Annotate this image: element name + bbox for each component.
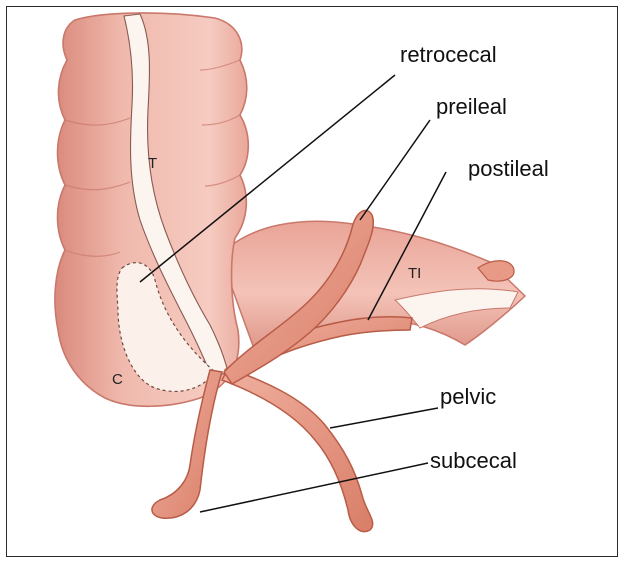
leader-retrocecal <box>139 74 396 283</box>
leader-subcecal <box>199 462 429 513</box>
label-postileal: postileal <box>468 156 549 181</box>
label-taenia: T <box>148 155 157 172</box>
label-subcecal: subcecal <box>430 448 517 473</box>
leader-pelvic <box>329 407 439 429</box>
label-preileal: preileal <box>436 94 507 119</box>
haustra-fold <box>64 117 131 126</box>
leader-preileal <box>359 119 431 221</box>
appendix-subcecal <box>151 369 223 519</box>
label-terminal-ileum: TI <box>408 265 421 282</box>
appendix-pelvic <box>220 367 374 533</box>
haustra-fold <box>204 174 241 187</box>
haustra-fold <box>64 249 121 257</box>
ileum-tip <box>477 260 515 282</box>
retrocecal-region <box>116 262 216 393</box>
leader-postileal <box>367 171 447 321</box>
label-pelvic: pelvic <box>440 384 496 409</box>
haustra-fold <box>64 181 131 191</box>
label-cecum: C <box>112 371 123 388</box>
haustra-fold <box>201 114 241 126</box>
appendix-preileal <box>223 209 375 385</box>
label-retrocecal: retrocecal <box>400 42 497 67</box>
haustra-fold <box>199 59 241 71</box>
